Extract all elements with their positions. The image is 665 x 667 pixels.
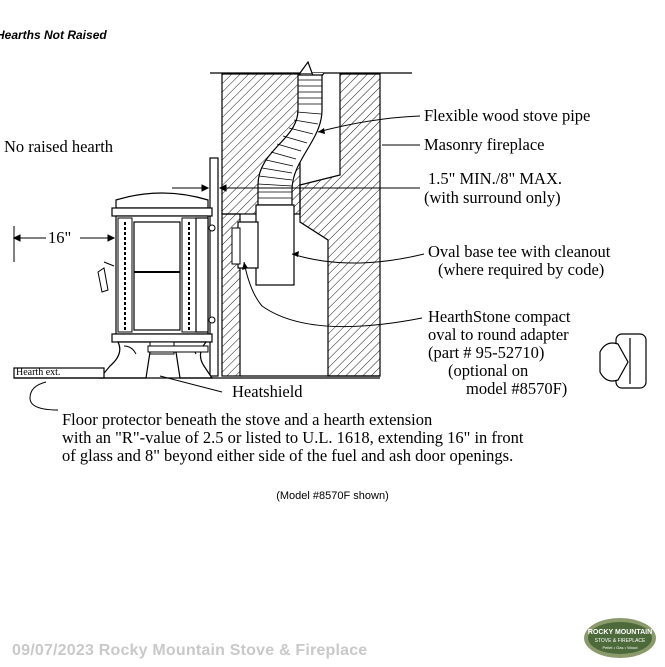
adapter-label-line2: oval to round adapter [428,325,569,344]
section-heading: Hearths Not Raised [0,28,107,42]
surround-plate [209,157,219,377]
leader-flexible-pipe [317,115,421,133]
hearthstone-stove [97,192,216,379]
adapter-label-line5: model #8570F) [466,379,567,398]
oval-base-tee [231,204,295,286]
dimension-16-label: 16" [48,228,71,247]
floor-protector-note-line2: with an "R"-value of 2.5 or listed to U.… [62,428,524,447]
oval-to-round-adapter [599,333,647,389]
model-caption: (Model #8570F shown) [276,490,389,502]
footer-date-dealer: 09/07/2023 Rocky Mountain Stove & Firepl… [12,642,368,659]
rocky-mountain-logo: ROCKY MOUNTAIN STOVE & FIREPLACE Pellet … [584,618,656,658]
heatshield [147,345,209,353]
heatshield-label: Heatshield [232,382,303,401]
leader-oval-tee [291,253,425,264]
dimension-16 [12,226,116,262]
no-raised-hearth-label: No raised hearth [4,137,114,156]
hearth-extension [13,367,380,379]
leader-heatshield [159,375,223,393]
leader-floor-protector [29,381,59,411]
adapter-label-line3: (part # 95-52710) [428,343,544,362]
adapter-label-line4: (optional on [448,361,528,380]
oval-tee-label-line2: (where required by code) [438,260,604,279]
floor-protector-note-line3: of glass and 8" beyond either side of th… [62,446,513,465]
installation-diagram: Hearth ext. 16" [4,60,647,465]
hearth-ext-label: Hearth ext. [16,367,60,378]
adapter-label-line1: HearthStone compact [428,307,571,326]
svg-text:ROCKY MOUNTAIN: ROCKY MOUNTAIN [588,629,652,636]
flexible-pipe-label: Flexible wood stove pipe [424,106,590,125]
leader-adapter [243,261,423,328]
clearance-label-line1: 1.5" MIN./8" MAX. [428,169,562,188]
svg-text:STOVE & FIREPLACE: STOVE & FIREPLACE [595,638,646,644]
clearance-dimension [172,184,420,192]
floor-protector-note-line1: Floor protector beneath the stove and a … [62,410,432,429]
masonry-fireplace-label: Masonry fireplace [424,135,545,154]
oval-tee-label-line1: Oval base tee with cleanout [428,242,611,261]
clearance-label-line2: (with surround only) [424,188,561,207]
svg-text:Pellet • Gas • Wood: Pellet • Gas • Wood [603,645,638,650]
